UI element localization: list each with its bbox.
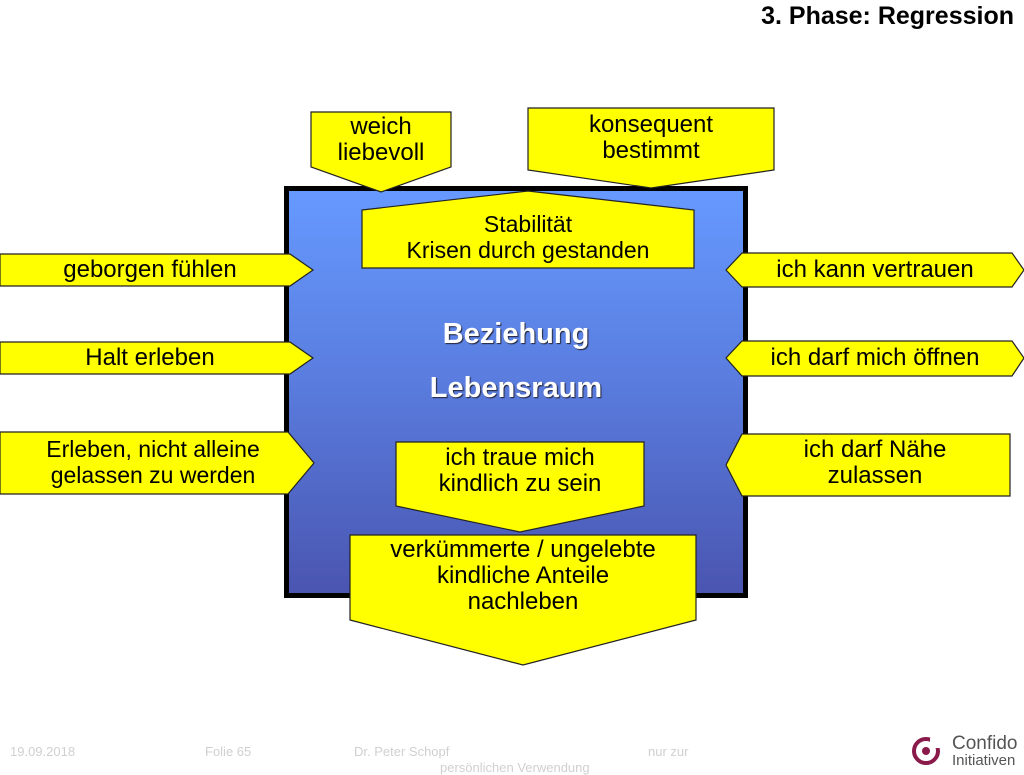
- right-arrow-1-label: ich kann vertrauen: [776, 256, 974, 283]
- stability-shape: [361, 190, 695, 269]
- inner-bottom-shape: [395, 441, 645, 533]
- left-arrow-3-label: Erleben, nicht alleine gelassen zu werde…: [46, 436, 260, 488]
- center-label-lebensraum: Lebensraum: [429, 372, 603, 404]
- bottom-arrow-label: verkümmerte / ungelebte kindliche Anteil…: [390, 536, 656, 615]
- footer-date: 19.09.2018: [10, 744, 76, 759]
- footer-author: Dr. Peter Schopf: [354, 744, 450, 759]
- weich-liebevoll-label: weich liebevoll: [337, 113, 425, 166]
- konsequent-callout-shape: [527, 107, 775, 189]
- bottom-arrow-shape: [349, 534, 697, 666]
- stability-label: Stabilität Krisen durch gestanden: [406, 211, 650, 263]
- right-arrow-1-shape: [725, 252, 1024, 288]
- inner-bottom-label: ich traue mich kindlich zu sein: [438, 444, 602, 497]
- left-arrow-1-label: geborgen fühlen: [63, 256, 237, 283]
- right-arrow-3-label: ich darf Nähe zulassen: [803, 436, 947, 489]
- footer-usage: nur zur: [648, 744, 689, 759]
- konsequent-bestimmt-label: konsequent bestimmt: [588, 111, 714, 164]
- weich-callout-shape: [310, 111, 452, 193]
- right-arrow-2-label: ich darf mich öffnen: [770, 344, 980, 371]
- left-arrow-2-label: Halt erleben: [85, 344, 215, 371]
- logo-name: Confido: [952, 733, 1018, 754]
- left-arrow-3-shape: [0, 431, 315, 495]
- left-arrow-2-shape: [0, 341, 315, 375]
- left-arrow-1-shape: [0, 253, 315, 287]
- confido-logo-icon: [912, 737, 944, 765]
- right-arrow-3-shape: [725, 433, 1011, 497]
- slide-title: 3. Phase: Regression: [761, 2, 1014, 30]
- logo-subtitle: Initiativen: [952, 752, 1016, 769]
- right-arrow-2-shape: [725, 340, 1024, 377]
- footer-slide-number: Folie 65: [205, 744, 252, 759]
- center-label-beziehung: Beziehung: [442, 318, 590, 350]
